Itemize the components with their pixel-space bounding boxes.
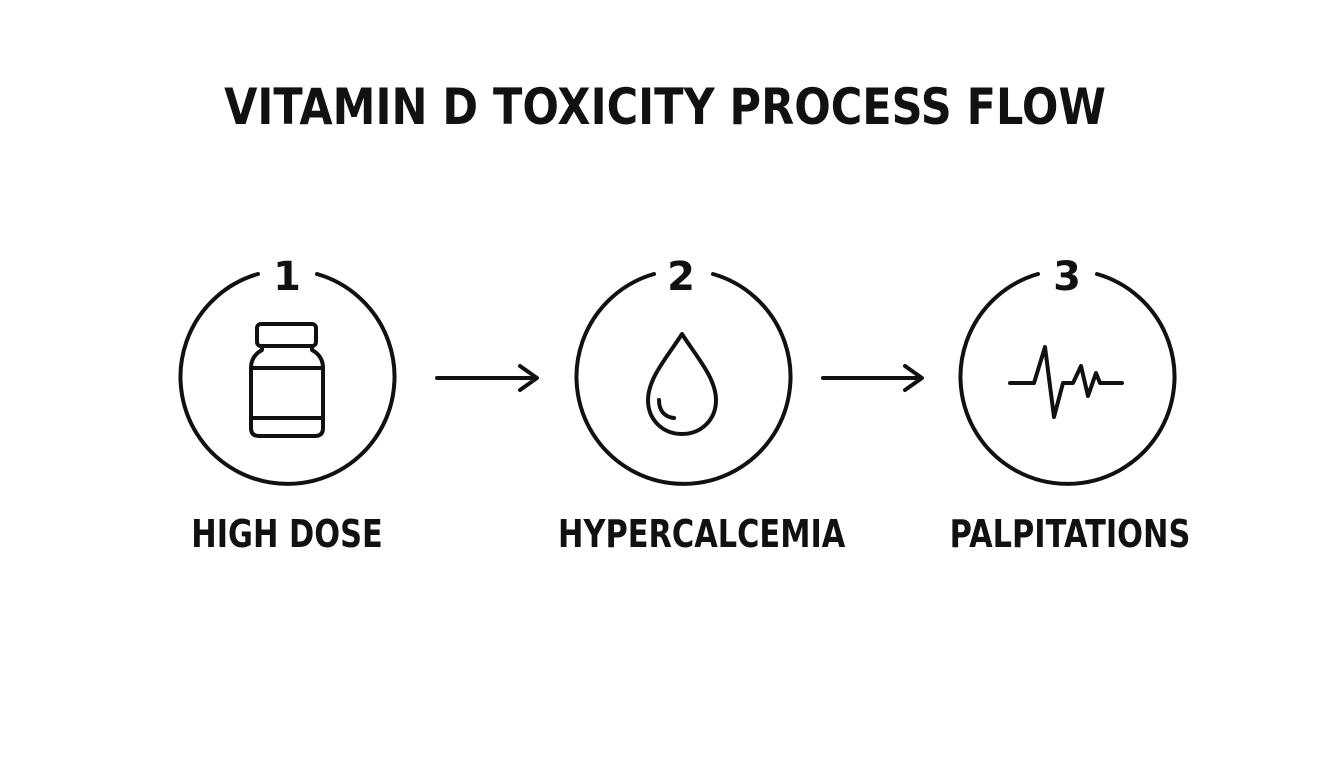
arrow-2 — [821, 364, 924, 392]
step-2: 2 — [574, 254, 793, 486]
pill-bottle-icon — [249, 322, 325, 438]
step-2-label: HYPERCALCEMIA — [558, 512, 846, 556]
step-3-number: 3 — [1053, 254, 1081, 300]
step-1-number: 1 — [273, 254, 301, 300]
arrow-1 — [435, 364, 539, 392]
step-3-label: PALPITATIONS — [949, 512, 1191, 556]
droplet-icon — [646, 332, 718, 436]
step-2-circle — [574, 272, 793, 486]
step-3-circle — [958, 272, 1177, 486]
step-1-circle — [178, 272, 397, 486]
step-3: 3 — [958, 254, 1177, 486]
step-1: 1 — [178, 254, 397, 486]
step-2-number: 2 — [667, 254, 695, 300]
heartbeat-icon — [1008, 345, 1124, 419]
step-1-label: HIGH DOSE — [191, 512, 383, 556]
page-title: VITAMIN D TOXICITY PROCESS FLOW — [224, 78, 1106, 136]
